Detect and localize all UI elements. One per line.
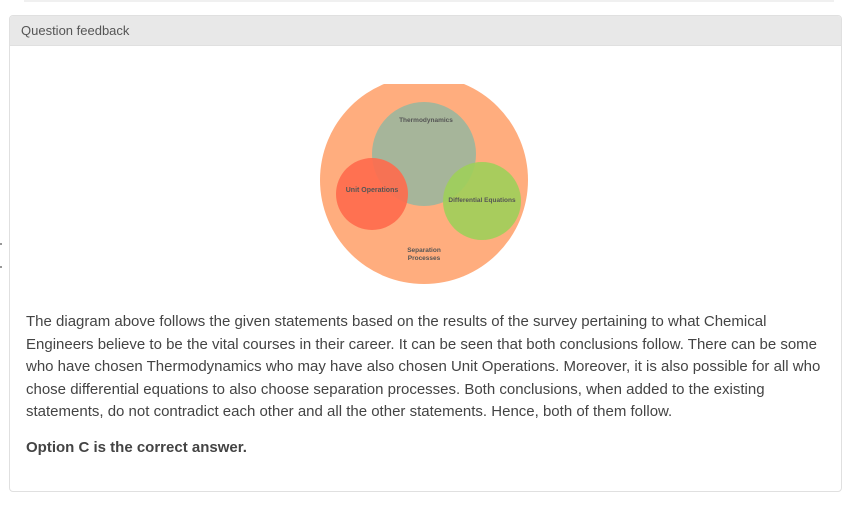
correct-answer-statement: Option C is the correct answer.	[26, 439, 247, 456]
explanation-paragraph: The diagram above follows the given stat…	[26, 313, 821, 420]
question-feedback-panel: Question feedback Thermodynamics Unit Op…	[9, 15, 842, 492]
venn-diagram-svg: Thermodynamics Unit Operations Different…	[320, 84, 528, 284]
differential-equations-label: Differential Equations	[448, 197, 516, 204]
edge-mark	[0, 266, 2, 268]
unit-operations-label: Unit Operations	[346, 187, 399, 194]
separation-processes-label-line2: Processes	[408, 255, 441, 262]
venn-diagram: Thermodynamics Unit Operations Different…	[318, 84, 530, 284]
thermodynamics-label: Thermodynamics	[399, 117, 453, 124]
edge-mark	[0, 243, 2, 245]
differential-equations-circle	[443, 162, 521, 240]
panel-title: Question feedback	[10, 16, 841, 46]
unit-operations-circle	[336, 158, 408, 230]
feedback-explanation: The diagram above follows the given stat…	[26, 311, 826, 424]
separation-processes-label-line1: Separation	[407, 247, 441, 254]
top-divider	[24, 0, 834, 2]
